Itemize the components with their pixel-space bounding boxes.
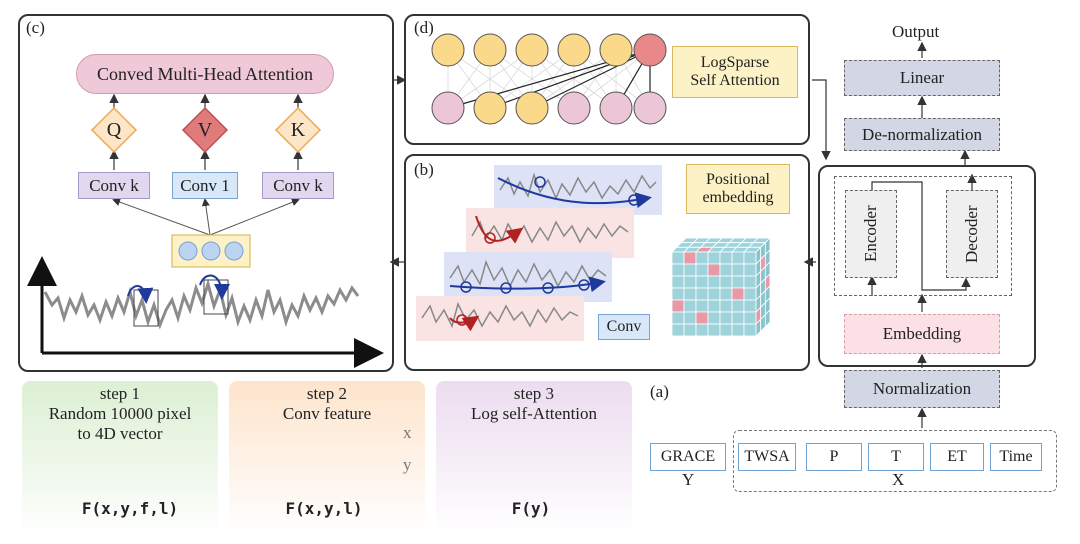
arrow-d-to-a (812, 79, 831, 161)
vector-node (224, 241, 244, 261)
step-1-title: step 1 (99, 384, 141, 403)
formula-step-3: F(y) (511, 499, 551, 518)
v-diamond (181, 106, 229, 154)
attention-node-bottom (515, 91, 549, 125)
series-line (471, 220, 629, 244)
logsparse-box: LogSparse Self Attention (672, 46, 798, 98)
series-band-blue (494, 165, 662, 215)
panel-a-block (818, 165, 1036, 367)
x-feature-frame (733, 430, 1057, 492)
arrow-encoder-decoder (871, 181, 971, 291)
step-1-card: step 1 Random 10000 pixel to 4D vector (22, 381, 218, 536)
attention-link-faint (531, 49, 617, 109)
attention-node-bottom (557, 91, 591, 125)
feature-twsa: TWSA (738, 443, 796, 471)
series-band-red (466, 208, 634, 258)
trend-curve (449, 315, 480, 332)
normalization-box: Normalization (844, 370, 1000, 408)
attention-nodes (431, 33, 667, 125)
conv-arrow (127, 285, 154, 304)
conved-attention-box: Conved Multi-Head Attention (76, 54, 334, 94)
output-label: Output (892, 22, 940, 41)
attention-link-faint (447, 49, 533, 109)
trend-curve (497, 177, 652, 209)
conv-box: Conv (598, 314, 650, 340)
step-2-desc: Conv feature (282, 404, 372, 423)
attention-node-bottom (633, 91, 667, 125)
feature-et: ET (930, 443, 984, 471)
cube-cell (764, 309, 771, 328)
trend-curve (449, 276, 606, 293)
attention-node-bottom (473, 91, 507, 125)
q-diamond (90, 106, 138, 154)
panel-d (404, 14, 810, 145)
attention-link-faint (489, 49, 575, 109)
encoder-box: Encoder (845, 190, 897, 278)
v-label: V (197, 118, 213, 141)
k-label: K (290, 118, 306, 141)
attention-node-bottom (431, 91, 465, 125)
attention-node-top (633, 33, 667, 67)
panel-a-label: (a) (650, 382, 669, 401)
feature-p: P (806, 443, 862, 471)
conv-k-right-box: Conv k (262, 172, 334, 199)
decoder-box: Decoder (946, 190, 998, 278)
axis-x-label: x (403, 423, 412, 442)
embedding-cube (671, 237, 771, 337)
vector-node (178, 241, 198, 261)
conv-1-box: Conv 1 (172, 172, 238, 199)
time-series (43, 278, 360, 330)
conv-k-left-box: Conv k (78, 172, 150, 199)
attention-node-top (473, 33, 507, 67)
axis-y-label: y (403, 455, 412, 474)
step-2-title: step 2 (306, 384, 348, 403)
arrow-embed-conv1 (201, 198, 211, 236)
attention-node-top (557, 33, 591, 67)
step-1-desc: Random 10000 pixel to 4D vector (48, 404, 192, 444)
x-label: X (892, 470, 905, 489)
feature-t: T (868, 443, 924, 471)
feature-time: Time (990, 443, 1042, 471)
grace-box: GRACE (650, 443, 726, 471)
embedding-box: Embedding (844, 314, 1000, 354)
arrow-embed-convk (112, 198, 211, 236)
panel-b (404, 154, 810, 371)
k-diamond (274, 106, 322, 154)
step-3-desc: Log self-Attention (470, 404, 598, 423)
panel-d-label: (d) (414, 18, 434, 37)
vector-node (201, 241, 221, 261)
y-label: Y (682, 470, 695, 489)
panel-b-label: (b) (414, 160, 434, 179)
attention-node-top (515, 33, 549, 67)
step-3-title: step 3 (513, 384, 555, 403)
attention-node-top (431, 33, 465, 67)
series-line (449, 259, 607, 288)
linear-box: Linear (844, 60, 1000, 96)
formula-step-1: F(x,y,f,l) (81, 499, 179, 518)
step-2-card: step 2 Conv feature (229, 381, 425, 536)
attention-node-top (599, 33, 633, 67)
denormalization-box: De-normalization (844, 118, 1000, 151)
panel-c (18, 14, 394, 372)
formula-step-2: F(x,y,l) (285, 499, 363, 518)
positional-embedding-box: Positional embedding (686, 164, 790, 214)
panel-c-label: (c) (26, 18, 45, 37)
q-label: Q (106, 118, 122, 141)
attention-node-bottom (599, 91, 633, 125)
step-3-card: step 3 Log self-Attention (436, 381, 632, 536)
arrow-embed-convk2 (209, 198, 300, 236)
encoder-decoder-frame (834, 176, 1012, 296)
conv-arrow (199, 274, 230, 300)
attention-link (531, 49, 651, 109)
series-line (421, 301, 579, 329)
